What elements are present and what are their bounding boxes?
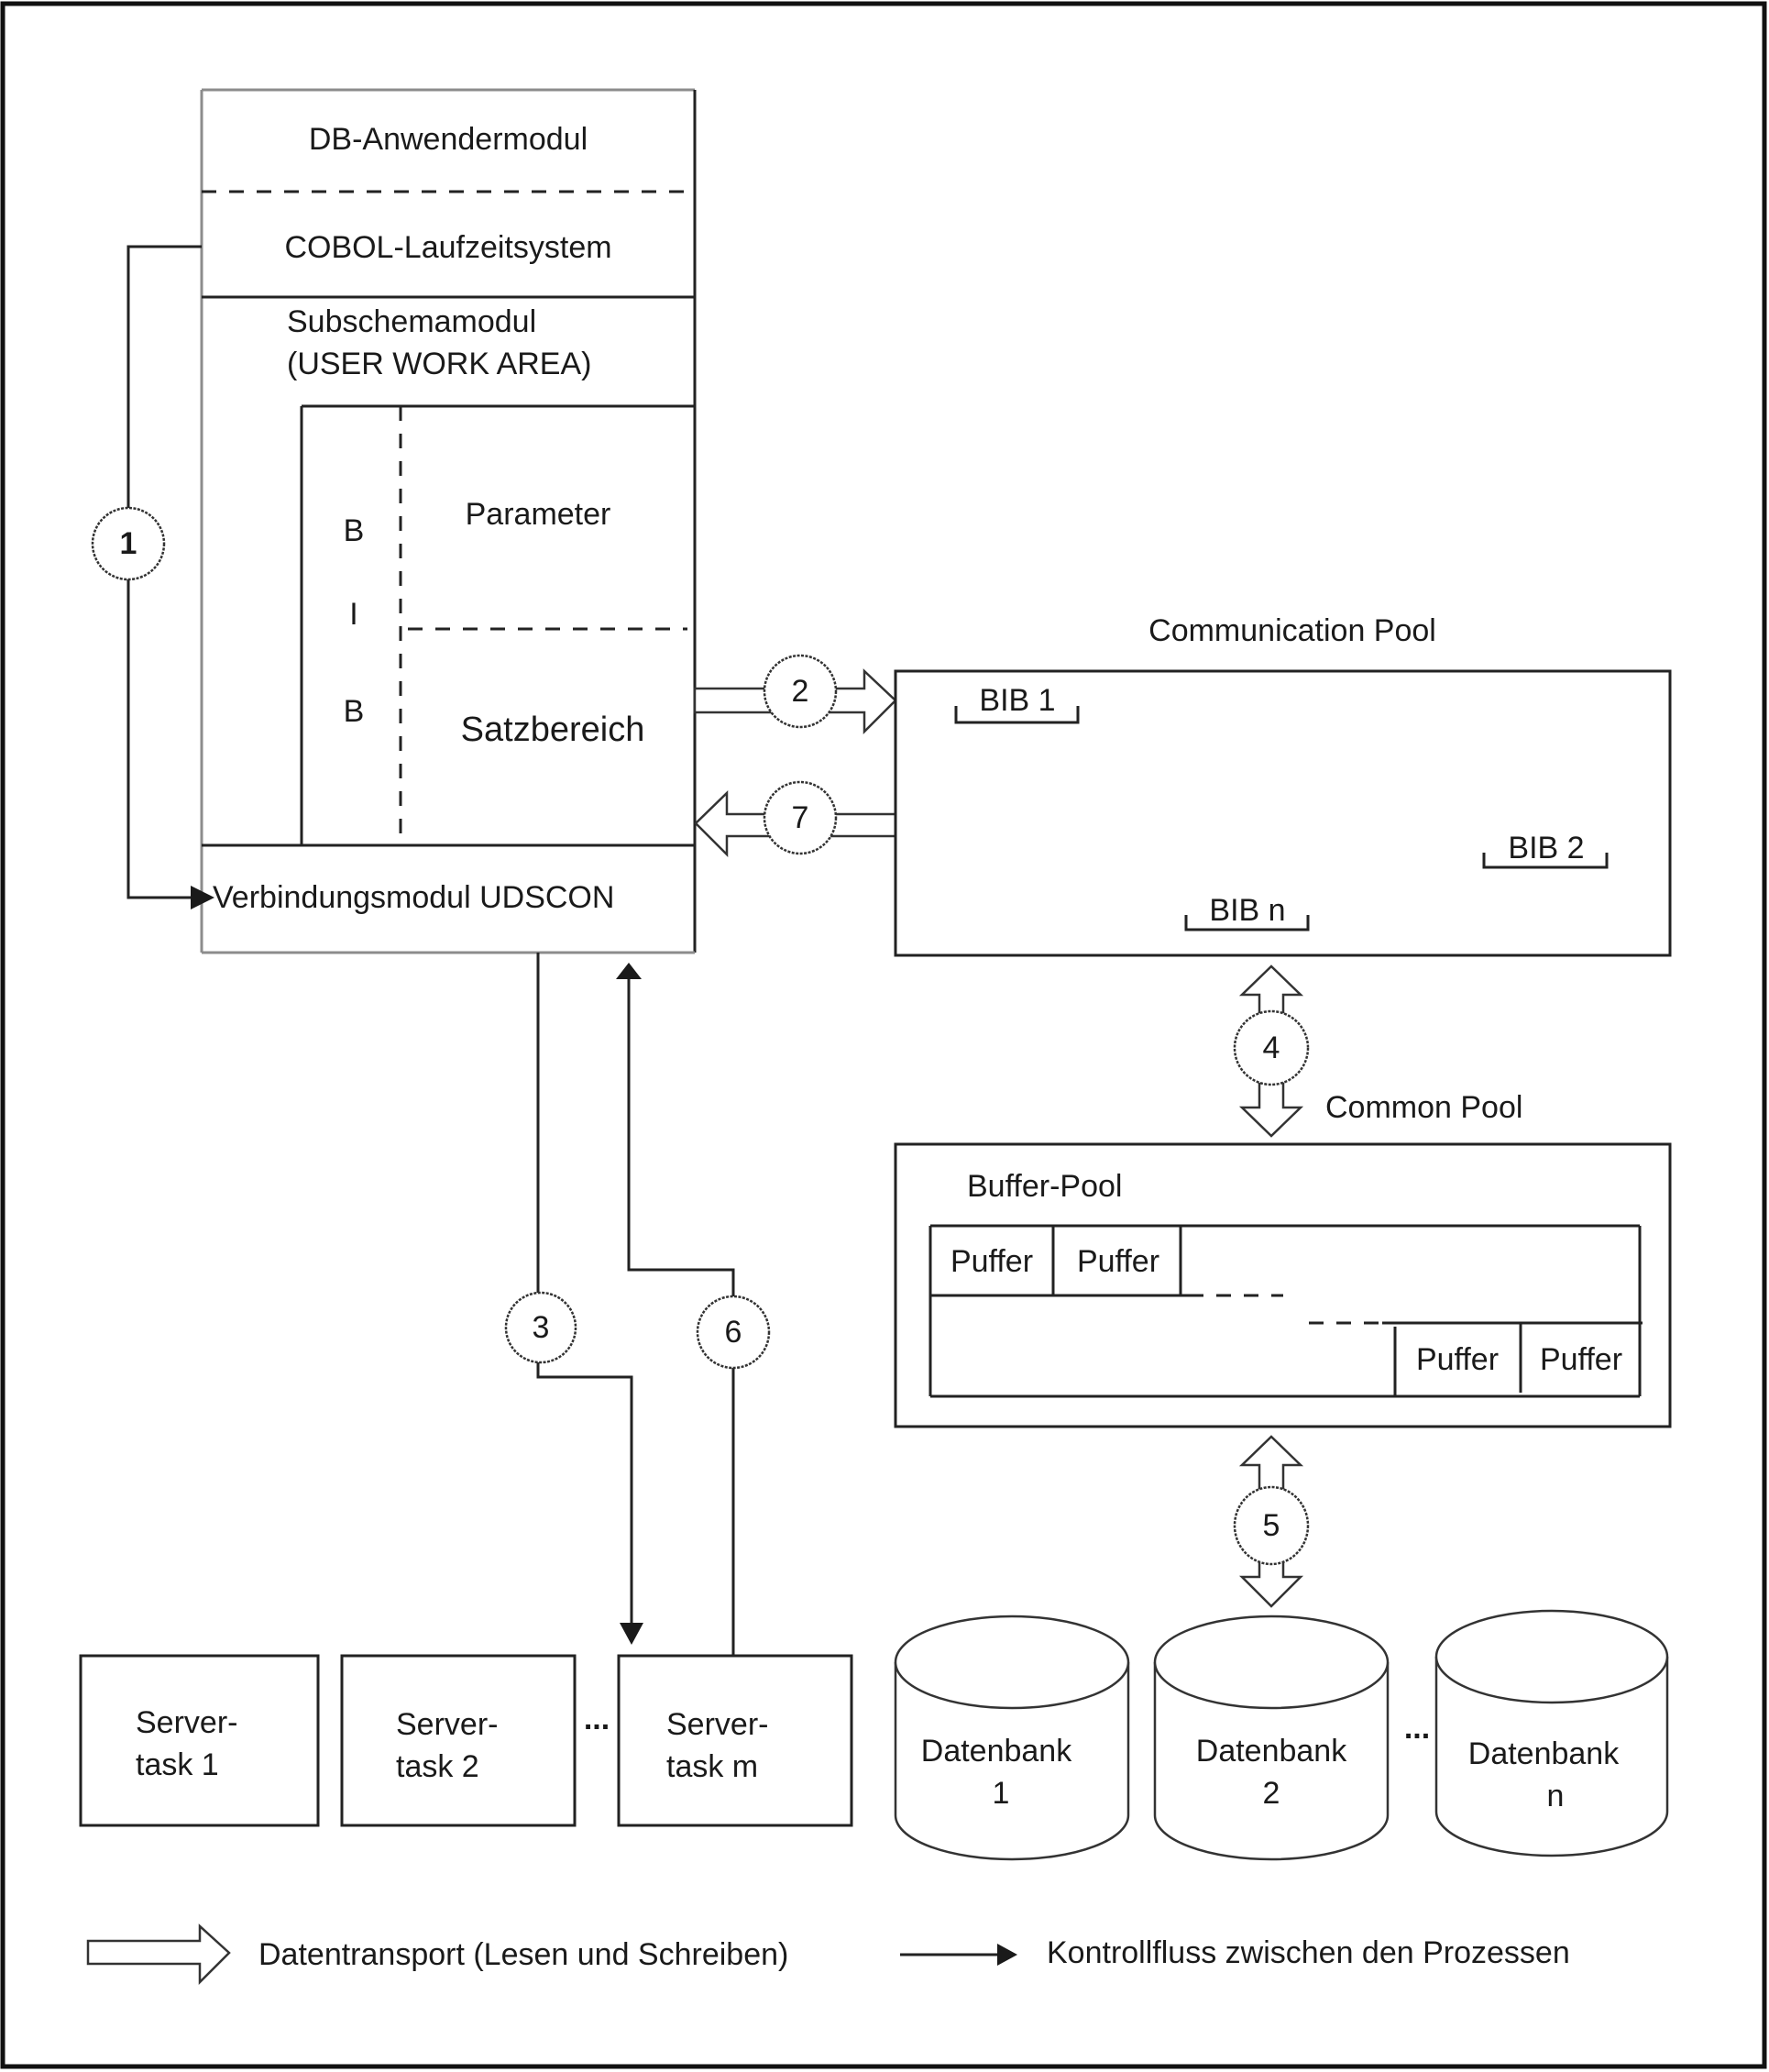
database-1: Datenbank 1 [894, 1615, 1130, 1861]
buffer-pool-grid: Puffer Puffer Puffer Puffer [928, 1224, 1643, 1398]
legend: Datentransport (Lesen und Schreiben) Kon… [86, 1923, 1570, 1986]
database-2-body [1153, 1662, 1390, 1861]
application-block: DB-Anwendermodul COBOL-Laufzeitsystem Su… [200, 88, 697, 954]
legend-control-flow: Kontrollfluss zwischen den Prozessen [900, 1935, 1570, 1970]
communication-pool-box [894, 669, 1672, 957]
step-4-circle [1233, 1009, 1310, 1086]
step-7-circle [763, 780, 838, 855]
step-6-number: 6 [725, 1315, 742, 1350]
server-task-1: Server- task 1 [79, 1654, 320, 1827]
server-task-m: Server- task m [617, 1654, 853, 1827]
server-task-1-line2: task 1 [136, 1747, 219, 1782]
server-task-1-line1: Server- [136, 1705, 237, 1740]
step-3-circle [504, 1291, 577, 1364]
cobol-runtime-label: COBOL-Laufzeitsystem [284, 230, 611, 265]
db-user-module-label: DB-Anwendermodul [309, 122, 588, 157]
step-6-control-flow: 6 [616, 963, 771, 1656]
step-2-data-transport: 2 [693, 654, 897, 735]
server-task-1-box [79, 1654, 320, 1827]
step-4-data-transport: 4 [1233, 964, 1310, 1138]
database-n-number: n [1547, 1779, 1565, 1813]
database-ellipsis: ... [1404, 1711, 1430, 1746]
bib-n-bracket [1184, 915, 1310, 931]
buffer-top-1: Puffer [950, 1244, 1033, 1279]
database-1-top [894, 1615, 1130, 1710]
database-1-number: 1 [993, 1776, 1010, 1811]
step-3-control-flow: 3 [504, 953, 643, 1645]
database-n: Datenbank n [1434, 1609, 1669, 1857]
bib-2-bracket [1482, 853, 1609, 869]
step-1-line-lower [126, 579, 203, 899]
server-task-m-line2: task m [666, 1749, 758, 1784]
buffer-bottom-1: Puffer [1416, 1342, 1499, 1377]
buffer-pool-title: Buffer-Pool [967, 1169, 1122, 1204]
database-2-label: Datenbank [1196, 1734, 1347, 1769]
step-5-number: 5 [1263, 1508, 1280, 1543]
step-1-control-flow: 1 [91, 245, 214, 909]
server-task-ellipsis: ... [584, 1702, 610, 1736]
step-3-arrowhead-icon [620, 1623, 643, 1645]
buffer-top-2: Puffer [1077, 1244, 1159, 1279]
record-area-label: Satzbereich [461, 711, 645, 749]
common-pool: Common Pool Buffer-Pool Puffer Puffer Pu… [894, 1090, 1672, 1428]
database-n-body [1434, 1657, 1669, 1857]
server-task-2: Server- task 2 [340, 1654, 577, 1827]
buffer-bottom-2: Puffer [1540, 1342, 1622, 1377]
legend-data-transport: Datentransport (Lesen und Schreiben) [86, 1923, 788, 1986]
control-flow-arrowhead-icon [997, 1944, 1017, 1966]
server-task-m-line1: Server- [666, 1707, 768, 1742]
bib-1-bracket [954, 706, 1080, 724]
bib-1-label: BIB 1 [979, 683, 1055, 718]
bib-2-label: BIB 2 [1508, 831, 1584, 865]
step-6-arrowhead-icon [616, 963, 642, 979]
database-1-label: Datenbank [921, 1734, 1072, 1769]
database-2: Datenbank 2 [1153, 1615, 1390, 1861]
bib-letter-2: I [349, 597, 357, 632]
parameter-label: Parameter [466, 497, 611, 532]
bib-letter-1: B [344, 513, 365, 548]
step-6-circle [696, 1295, 771, 1370]
bib-1: BIB 1 [954, 683, 1080, 724]
step-1-circle [91, 506, 166, 581]
database-2-number: 2 [1263, 1776, 1280, 1811]
step-5-circle [1233, 1485, 1310, 1566]
bib-n-label: BIB n [1209, 893, 1285, 928]
step-7-number: 7 [792, 800, 809, 835]
step-3-number: 3 [533, 1310, 550, 1345]
bib-n: BIB n [1184, 893, 1310, 931]
step-7-data-transport: 7 [694, 780, 897, 858]
server-task-m-box [617, 1654, 853, 1827]
subschema-label-line2: (USER WORK AREA) [287, 347, 591, 381]
subschema-label-line1: Subschemamodul [287, 304, 536, 339]
step-1-number: 1 [120, 526, 137, 561]
common-pool-box [894, 1142, 1672, 1428]
step-3-line-lower [536, 1362, 633, 1630]
database-n-top [1434, 1609, 1669, 1704]
bib-2: BIB 2 [1482, 831, 1609, 869]
step-1-line-upper [126, 245, 202, 508]
database-2-top [1153, 1615, 1390, 1710]
legend-data-transport-label: Datentransport (Lesen und Schreiben) [258, 1937, 788, 1972]
step-1-arrowhead-icon [191, 886, 214, 909]
database-n-label: Datenbank [1468, 1736, 1620, 1771]
server-task-2-box [340, 1654, 577, 1827]
server-task-2-line2: task 2 [396, 1749, 479, 1784]
step-6-line-upper [627, 975, 735, 1296]
data-transport-arrow-icon [86, 1923, 231, 1986]
connection-module-label: Verbindungsmodul UDSCON [213, 880, 614, 915]
communication-pool: Communication Pool BIB 1 BIB 2 BIB n [894, 613, 1672, 957]
step-2-circle [763, 654, 838, 729]
step-2-number: 2 [792, 674, 809, 709]
step-5-data-transport: 5 [1233, 1435, 1310, 1608]
bib-letter-3: B [344, 694, 365, 729]
bib-area: B I B Parameter Satzbereich [300, 404, 695, 845]
database-1-body [894, 1662, 1130, 1861]
server-task-2-line1: Server- [396, 1707, 498, 1742]
communication-pool-title: Communication Pool [1148, 613, 1436, 648]
common-pool-title: Common Pool [1325, 1090, 1522, 1125]
step-4-number: 4 [1263, 1030, 1280, 1065]
legend-control-flow-label: Kontrollfluss zwischen den Prozessen [1047, 1935, 1570, 1970]
